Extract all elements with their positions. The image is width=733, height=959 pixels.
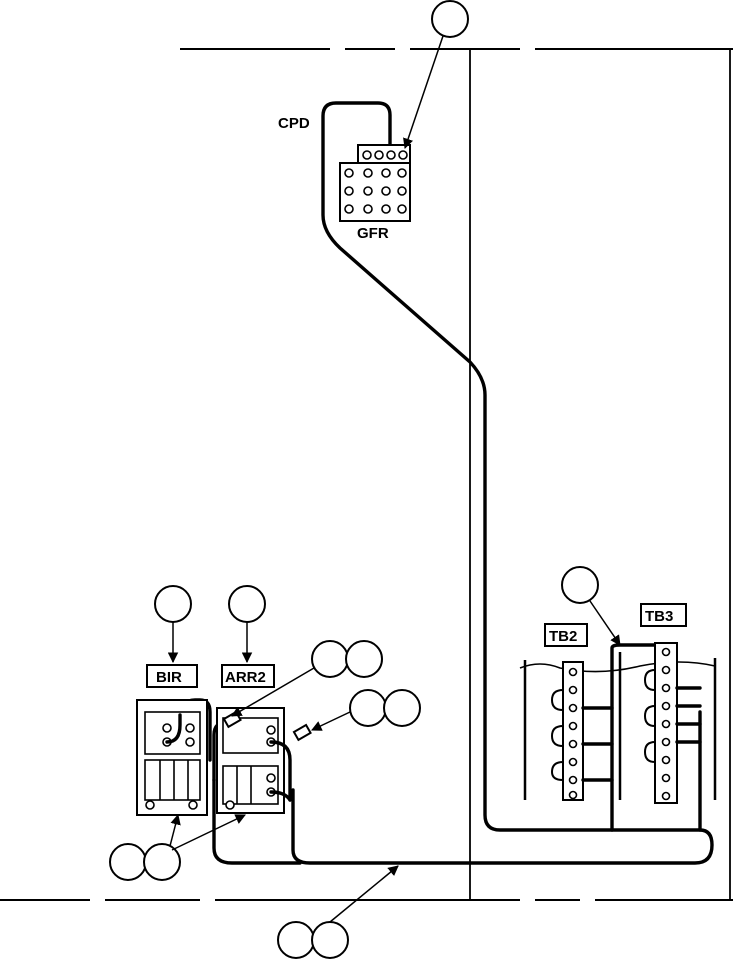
- gfr-relay: CPD GFR: [278, 115, 411, 242]
- terminal-board-area: [519, 652, 717, 800]
- gfr-terminals: [344, 150, 408, 214]
- callout-arr2: [228, 585, 266, 664]
- tb3-terminals: [661, 647, 671, 801]
- tb3-terminal-board: TB3: [640, 603, 702, 804]
- callout-circle-icon: [311, 640, 349, 678]
- callout-circle-icon: [561, 566, 599, 604]
- callout-circle-icon: [349, 689, 387, 727]
- tb3-label: TB3: [645, 608, 673, 625]
- callout-circle-icon: [311, 921, 349, 959]
- callout-circle-icon: [431, 0, 469, 38]
- bir-relay: BIR: [136, 664, 208, 816]
- panel-outline: [0, 48, 733, 901]
- callout-circle-icon: [277, 921, 315, 959]
- arr2-label: ARR2: [225, 669, 266, 686]
- callout-circle-icon: [228, 585, 266, 623]
- gfr-label: GFR: [357, 225, 389, 242]
- tb2-terminals: [568, 667, 578, 800]
- callout-circle-icon: [383, 689, 421, 727]
- tb2-label: TB2: [549, 628, 577, 645]
- callout-circle-icon: [154, 585, 192, 623]
- arr2-relay: ARR2: [216, 664, 312, 814]
- bir-relay-icon: [136, 699, 208, 816]
- callout-tb: [561, 566, 621, 646]
- callout-pair-upper: [231, 640, 383, 717]
- callout-gfr: [403, 0, 469, 149]
- callout-circle-icon: [345, 640, 383, 678]
- bir-label: BIR: [156, 669, 182, 686]
- cpd-label: CPD: [278, 115, 310, 132]
- callout-pair-lower-left: [109, 813, 246, 881]
- tb2-terminal-board-icon: [562, 661, 584, 801]
- tb2-terminal-board: TB2: [544, 623, 614, 801]
- callout-pair-bottom: [277, 865, 399, 959]
- callout-pair-middle: [311, 689, 421, 731]
- callout-circle-icon: [109, 843, 147, 881]
- callout-bir: [154, 585, 192, 664]
- callout-circle-icon: [143, 843, 181, 881]
